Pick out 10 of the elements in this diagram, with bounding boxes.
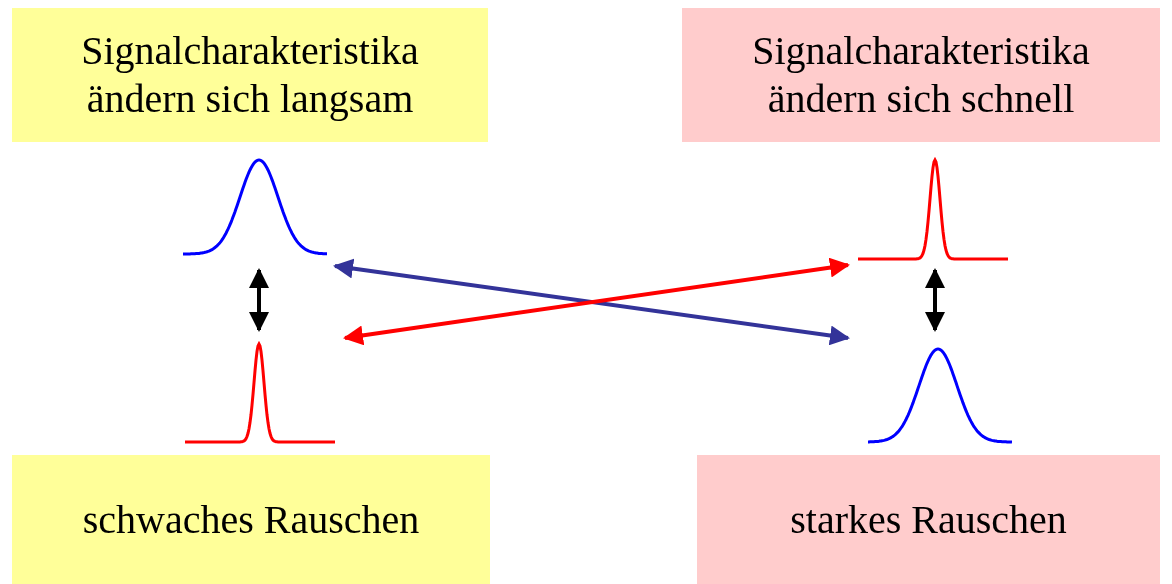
box-text: schwaches Rauschen: [82, 495, 420, 544]
label-box: [12, 455, 490, 584]
box-text: Signalcharakteristika ändern sich langsam: [80, 27, 420, 123]
label-box: [697, 455, 1160, 584]
box-text: starkes Rauschen: [790, 495, 1067, 544]
double-arrow: [249, 268, 269, 332]
double-arrow: [925, 268, 945, 332]
label-box: [682, 8, 1160, 142]
box-text: Signalcharakteristika ändern sich schnell: [751, 27, 1091, 123]
label-box: [12, 8, 488, 142]
